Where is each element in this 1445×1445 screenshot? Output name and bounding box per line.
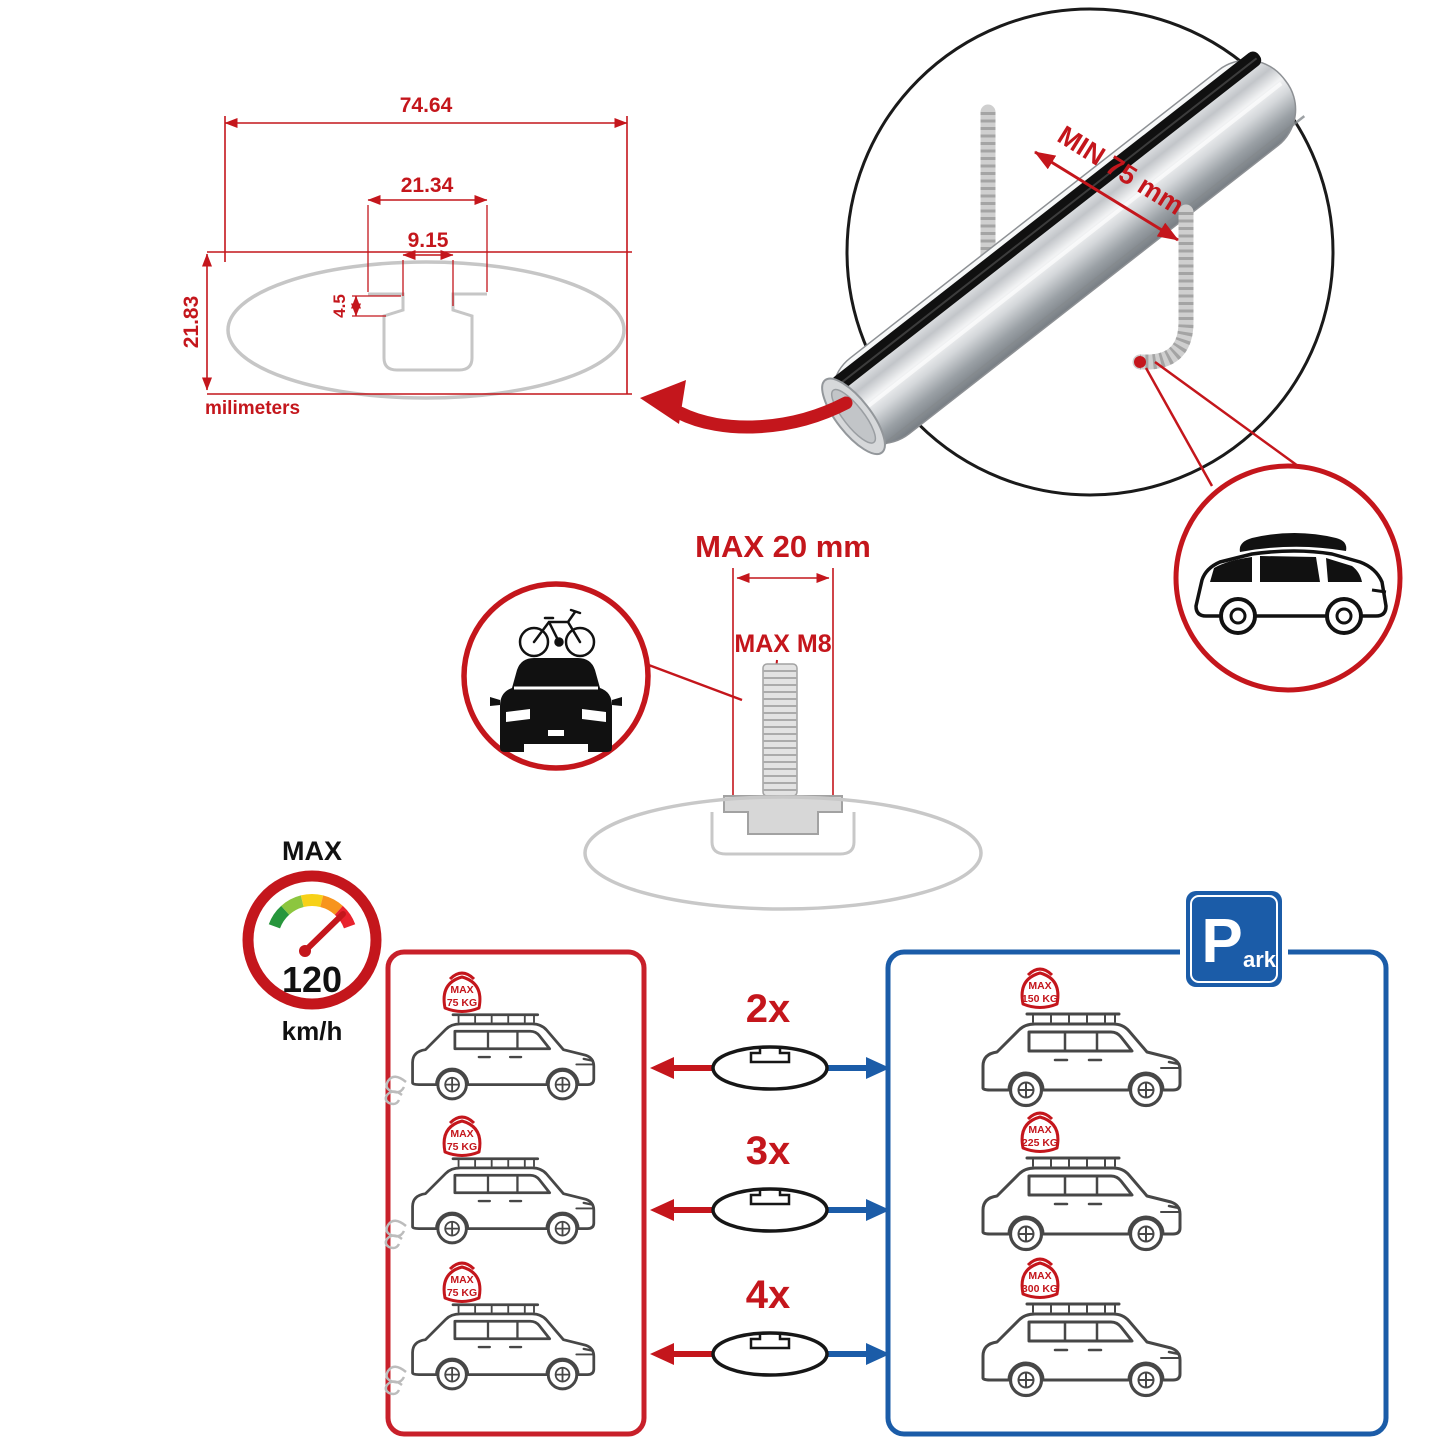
channel-ghost — [710, 812, 856, 856]
multiplier-label: 4x — [746, 1273, 791, 1317]
section-slot — [749, 1334, 791, 1350]
bike-roof-callout — [461, 581, 743, 771]
speed-title: MAX — [282, 836, 342, 866]
speed-unit: km/h — [282, 1016, 343, 1046]
crossbar-section-icon — [711, 1045, 829, 1091]
blue-arrowhead — [866, 1057, 890, 1079]
total-height-label: 21.83 — [180, 296, 203, 349]
badge-value: 75 KG — [447, 1141, 477, 1153]
t-slot-nut — [723, 795, 843, 835]
roof-load-badge: MAX 300 KG — [1020, 1257, 1060, 1299]
speed-limit-block: MAX 120 km/h — [242, 836, 382, 1046]
reference-arrow — [640, 380, 853, 434]
crossbar-ellipse-outline — [226, 260, 626, 400]
max-thread-label: MAX M8 — [734, 630, 831, 658]
multiplier-label: 2x — [746, 987, 791, 1031]
badge-title: MAX — [1028, 1124, 1051, 1136]
blue-arrowhead — [866, 1199, 890, 1221]
crossbar-dimension-diagram: 74.64 21.34 9.15 4.5 21.83 milimeters — [180, 94, 632, 419]
roof-load-badge: MAX 75 KG — [442, 1261, 482, 1303]
blue-arrowhead — [866, 1343, 890, 1365]
crossbar-section-icon — [711, 1331, 829, 1377]
u-bolt-hook-front-icon — [1132, 204, 1194, 370]
badge-title: MAX — [450, 984, 473, 996]
section-slot — [749, 1048, 791, 1064]
badge-value: 75 KG — [447, 997, 477, 1009]
red-arrowhead — [650, 1343, 674, 1365]
quantity-row-2: 3x — [650, 1129, 890, 1233]
speed-value: 120 — [282, 959, 342, 1000]
badge-title: MAX — [450, 1274, 473, 1286]
roof-load-badge: MAX 75 KG — [442, 1115, 482, 1157]
slot-depth-label: 4.5 — [330, 294, 349, 318]
crossbar-section-ghost — [583, 795, 983, 911]
channel-width-label: 21.34 — [401, 174, 454, 197]
badge-title: MAX — [1028, 1270, 1051, 1282]
parking-sign-suffix: ark — [1243, 947, 1277, 972]
badge-value: 75 KG — [447, 1287, 477, 1299]
callout-lines — [1144, 360, 1299, 487]
suv-roofbox-callout — [1173, 463, 1403, 693]
parked-load-panel: MAX 150 KG MAX 225 KG MAX 300 KG P ark — [885, 885, 1389, 1437]
roof-load-badge: MAX 225 KG — [1020, 1111, 1060, 1153]
leader-line — [645, 662, 743, 702]
bicycle-icon — [518, 608, 596, 658]
total-width-label: 74.64 — [400, 94, 453, 117]
parking-sign: P ark — [1180, 885, 1288, 993]
crossbar-section-icon — [711, 1187, 829, 1233]
badge-value: 150 KG — [1022, 993, 1058, 1005]
speedometer-icon: 120 — [242, 870, 382, 1010]
t-slot-channel-outline — [368, 292, 487, 372]
exhaust-scribble — [384, 1219, 407, 1250]
exhaust-scribble — [384, 1365, 407, 1396]
units-label: milimeters — [205, 398, 300, 419]
crossbar-photo-callout: MIN 75 mm — [821, 7, 1335, 497]
driving-load-panel: MAX 75 KG MAX 75 KG MAX 75 KG — [384, 949, 647, 1437]
roof-load-badge: MAX 75 KG — [442, 971, 482, 1013]
parking-sign-letter: P — [1201, 907, 1242, 976]
bolt-detail-diagram: MAX 20 mm MAX M8 — [583, 529, 983, 911]
quantity-row-3: 4x — [650, 1273, 890, 1377]
quantity-row-1: 2x — [650, 987, 890, 1091]
arrowhead — [640, 380, 686, 424]
multiplier-label: 3x — [746, 1129, 791, 1173]
red-arrowhead — [650, 1199, 674, 1221]
callout-dot — [1134, 356, 1146, 368]
car-front-icon — [490, 658, 622, 752]
badge-title: MAX — [1028, 980, 1051, 992]
max-length-label: MAX 20 mm — [695, 529, 871, 564]
red-arrowhead — [650, 1057, 674, 1079]
section-slot — [749, 1190, 791, 1206]
threaded-bolt-icon — [762, 663, 798, 797]
badge-value: 225 KG — [1022, 1137, 1058, 1149]
badge-title: MAX — [450, 1128, 473, 1140]
exhaust-scribble — [384, 1075, 407, 1106]
slot-width-label: 9.15 — [408, 229, 449, 252]
suv-with-roofbox-icon — [1194, 533, 1388, 635]
badge-value: 300 KG — [1022, 1283, 1058, 1295]
roof-load-badge: MAX 150 KG — [1020, 967, 1060, 1009]
